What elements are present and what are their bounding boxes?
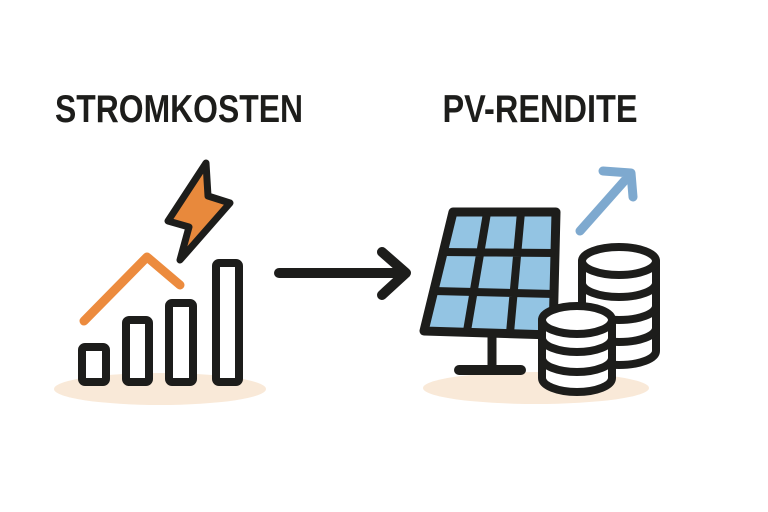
growth-arrow-icon	[575, 166, 638, 236]
trend-line-icon	[79, 252, 185, 326]
bar-3	[165, 299, 197, 386]
coin-stack-front-icon	[538, 302, 616, 396]
lightning-bolt-icon	[164, 159, 234, 264]
coin-stack-front-top	[538, 302, 616, 338]
panel-grid-lines	[433, 211, 556, 334]
bar-1	[78, 343, 110, 386]
coin-stack-back-top	[578, 243, 660, 279]
panel-frame	[419, 207, 561, 340]
stromkosten-section: STROMKOSTEN	[54, 88, 303, 405]
coin-stack-front-edges	[538, 334, 616, 376]
pv-rendite-section: PV-RENDITE	[419, 88, 660, 404]
bar-chart-icon	[78, 259, 243, 386]
bar-4	[212, 259, 243, 386]
bar-2	[122, 316, 153, 386]
left-section-title: STROMKOSTEN	[55, 88, 303, 131]
right-arrow-icon	[274, 247, 411, 300]
solar-panel-icon	[419, 207, 561, 375]
right-section-title: PV-RENDITE	[443, 88, 638, 131]
